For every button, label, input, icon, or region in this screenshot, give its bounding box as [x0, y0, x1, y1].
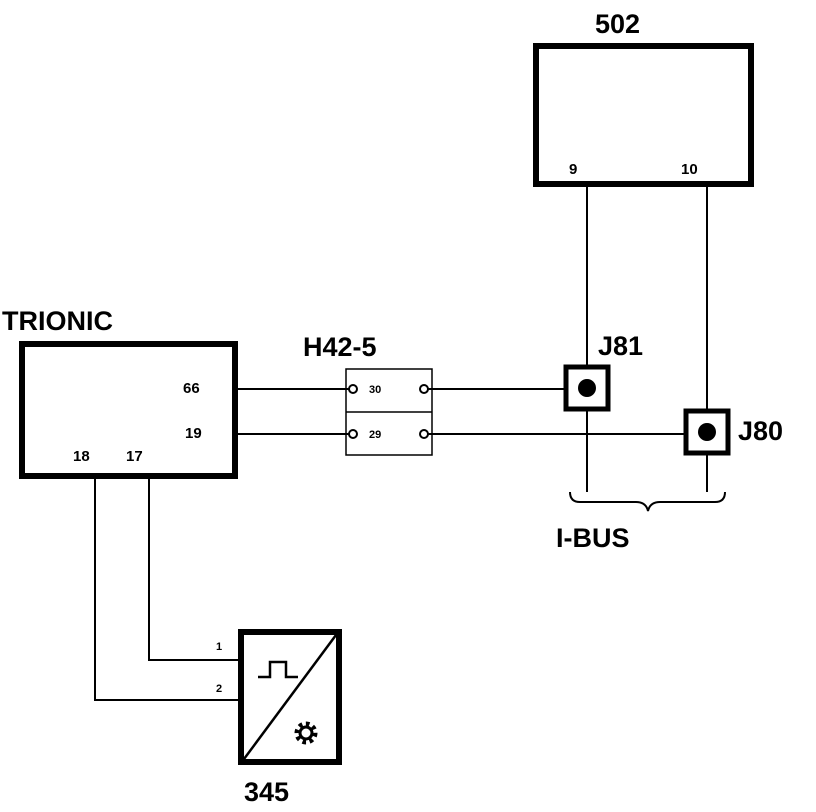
- trionic-pin-66: 66: [183, 380, 200, 397]
- wire-17-to-sensor-1: [148, 478, 238, 661]
- junction-j80-dot: [698, 423, 716, 441]
- junction-j81-label: J81: [598, 331, 643, 361]
- trionic-box: [19, 341, 238, 479]
- ibus-brace: I-BUS: [556, 491, 726, 553]
- junction-j80-label: J80: [738, 416, 783, 446]
- sensor-345[interactable]: 1 2 345: [216, 629, 342, 807]
- wires: [94, 187, 708, 701]
- module-502-label: 502: [595, 9, 640, 39]
- terminal-30-label: 30: [369, 384, 381, 396]
- ibus-brace-path: [569, 491, 726, 512]
- terminal-30-left: [348, 384, 358, 394]
- terminal-29-right: [419, 429, 429, 439]
- sensor-pin-1-label: 1: [216, 641, 222, 653]
- sensor-pin-2-label: 2: [216, 683, 222, 695]
- connector-h42-5-label: H42-5: [303, 332, 377, 362]
- ibus-label: I-BUS: [556, 523, 630, 553]
- module-502-pin-10: 10: [681, 161, 698, 178]
- module-502-box: [533, 43, 754, 187]
- junction-j80[interactable]: J80: [683, 408, 783, 456]
- terminal-29-left: [348, 429, 358, 439]
- trionic-pin-19: 19: [185, 425, 202, 442]
- connector-h42-5[interactable]: H42-5 30 29: [303, 332, 433, 456]
- wire-18-to-sensor-2: [94, 478, 238, 701]
- gear-icon: [294, 721, 318, 745]
- junction-j81-dot: [578, 379, 596, 397]
- trionic-pin-18: 18: [73, 448, 90, 465]
- module-502[interactable]: 502 9 10: [533, 9, 754, 187]
- module-502-pin-9: 9: [569, 161, 577, 178]
- junction-j80-box: [683, 408, 731, 456]
- sensor-345-label: 345: [244, 777, 289, 807]
- trionic-label: TRIONIC: [2, 306, 113, 336]
- junction-j81[interactable]: J81: [563, 331, 643, 412]
- sensor-diagonal: [242, 634, 338, 760]
- trionic-pin-17: 17: [126, 448, 143, 465]
- trionic-module[interactable]: TRIONIC 66 19 18 17: [2, 306, 238, 479]
- terminal-29-label: 29: [369, 429, 381, 441]
- terminal-30-right: [419, 384, 429, 394]
- pulse-icon: [258, 660, 298, 679]
